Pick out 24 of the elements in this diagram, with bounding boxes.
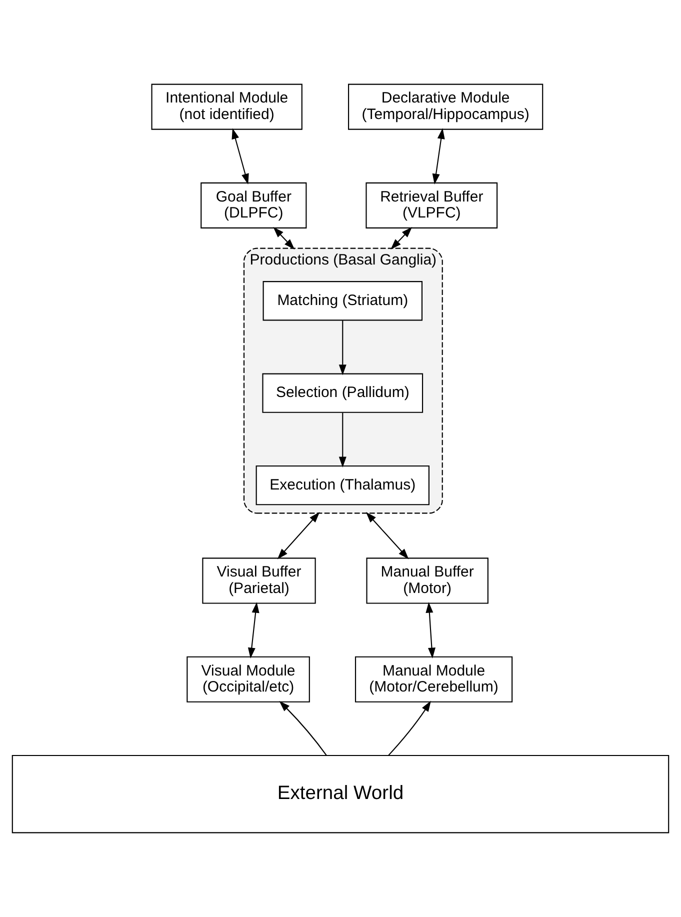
- node-box: Goal Buffer (DLPFC): [200, 182, 307, 228]
- arrow: [248, 602, 260, 658]
- node-box: External World: [12, 754, 670, 834]
- node-box: Visual Module (Occipital/etc): [186, 656, 310, 702]
- arrow: [338, 412, 346, 468]
- node-box: Manual Module (Motor/Cerebellum): [354, 656, 513, 702]
- arrow: [232, 128, 249, 184]
- arrow: [338, 320, 346, 376]
- arrow: [273, 226, 295, 250]
- arrow: [279, 701, 327, 756]
- node-box: Manual Buffer (Motor): [366, 558, 488, 604]
- node-box: Declarative Module (Temporal/Hippocampus): [348, 84, 544, 130]
- arrow: [390, 226, 412, 250]
- arrow: [388, 700, 431, 756]
- arrow: [366, 512, 409, 560]
- arrow: [277, 512, 320, 560]
- node-box: Selection (Pallidum): [262, 373, 424, 413]
- arrow: [426, 602, 436, 658]
- arrow: [432, 128, 445, 184]
- node-box: Intentional Module (not identified): [151, 84, 302, 130]
- node-box: Execution (Thalamus): [256, 465, 430, 506]
- node-box: Matching (Striatum): [262, 281, 423, 321]
- node-box: Visual Buffer (Parietal): [202, 558, 316, 604]
- node-box: Retrieval Buffer (VLPFC): [366, 182, 498, 228]
